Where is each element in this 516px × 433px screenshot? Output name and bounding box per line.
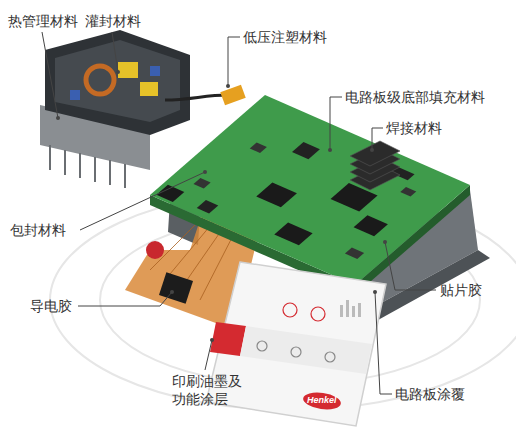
callout-label: 电路板级底部填充材料	[345, 88, 485, 106]
logo-text: Henkel	[307, 395, 337, 405]
leader-lines	[42, 32, 436, 394]
callout-label: 印刷油墨及功能涂层	[172, 372, 244, 408]
callout-label: 导电胶	[30, 297, 72, 315]
callout-label: 焊接材料	[386, 119, 442, 137]
touch-panel	[206, 262, 386, 426]
leader-dots	[56, 70, 387, 342]
pcb-board	[150, 95, 470, 295]
callout-label: 包封材料	[10, 221, 66, 239]
callout-label: 贴片胶	[440, 281, 482, 299]
callout-label: 电路板涂覆	[395, 385, 465, 403]
callout-label: 热管理材料	[8, 12, 78, 30]
callout-label: 灌封材料	[85, 12, 141, 30]
callout-label: 低压注塑材料	[243, 28, 327, 46]
power-module	[40, 30, 246, 188]
